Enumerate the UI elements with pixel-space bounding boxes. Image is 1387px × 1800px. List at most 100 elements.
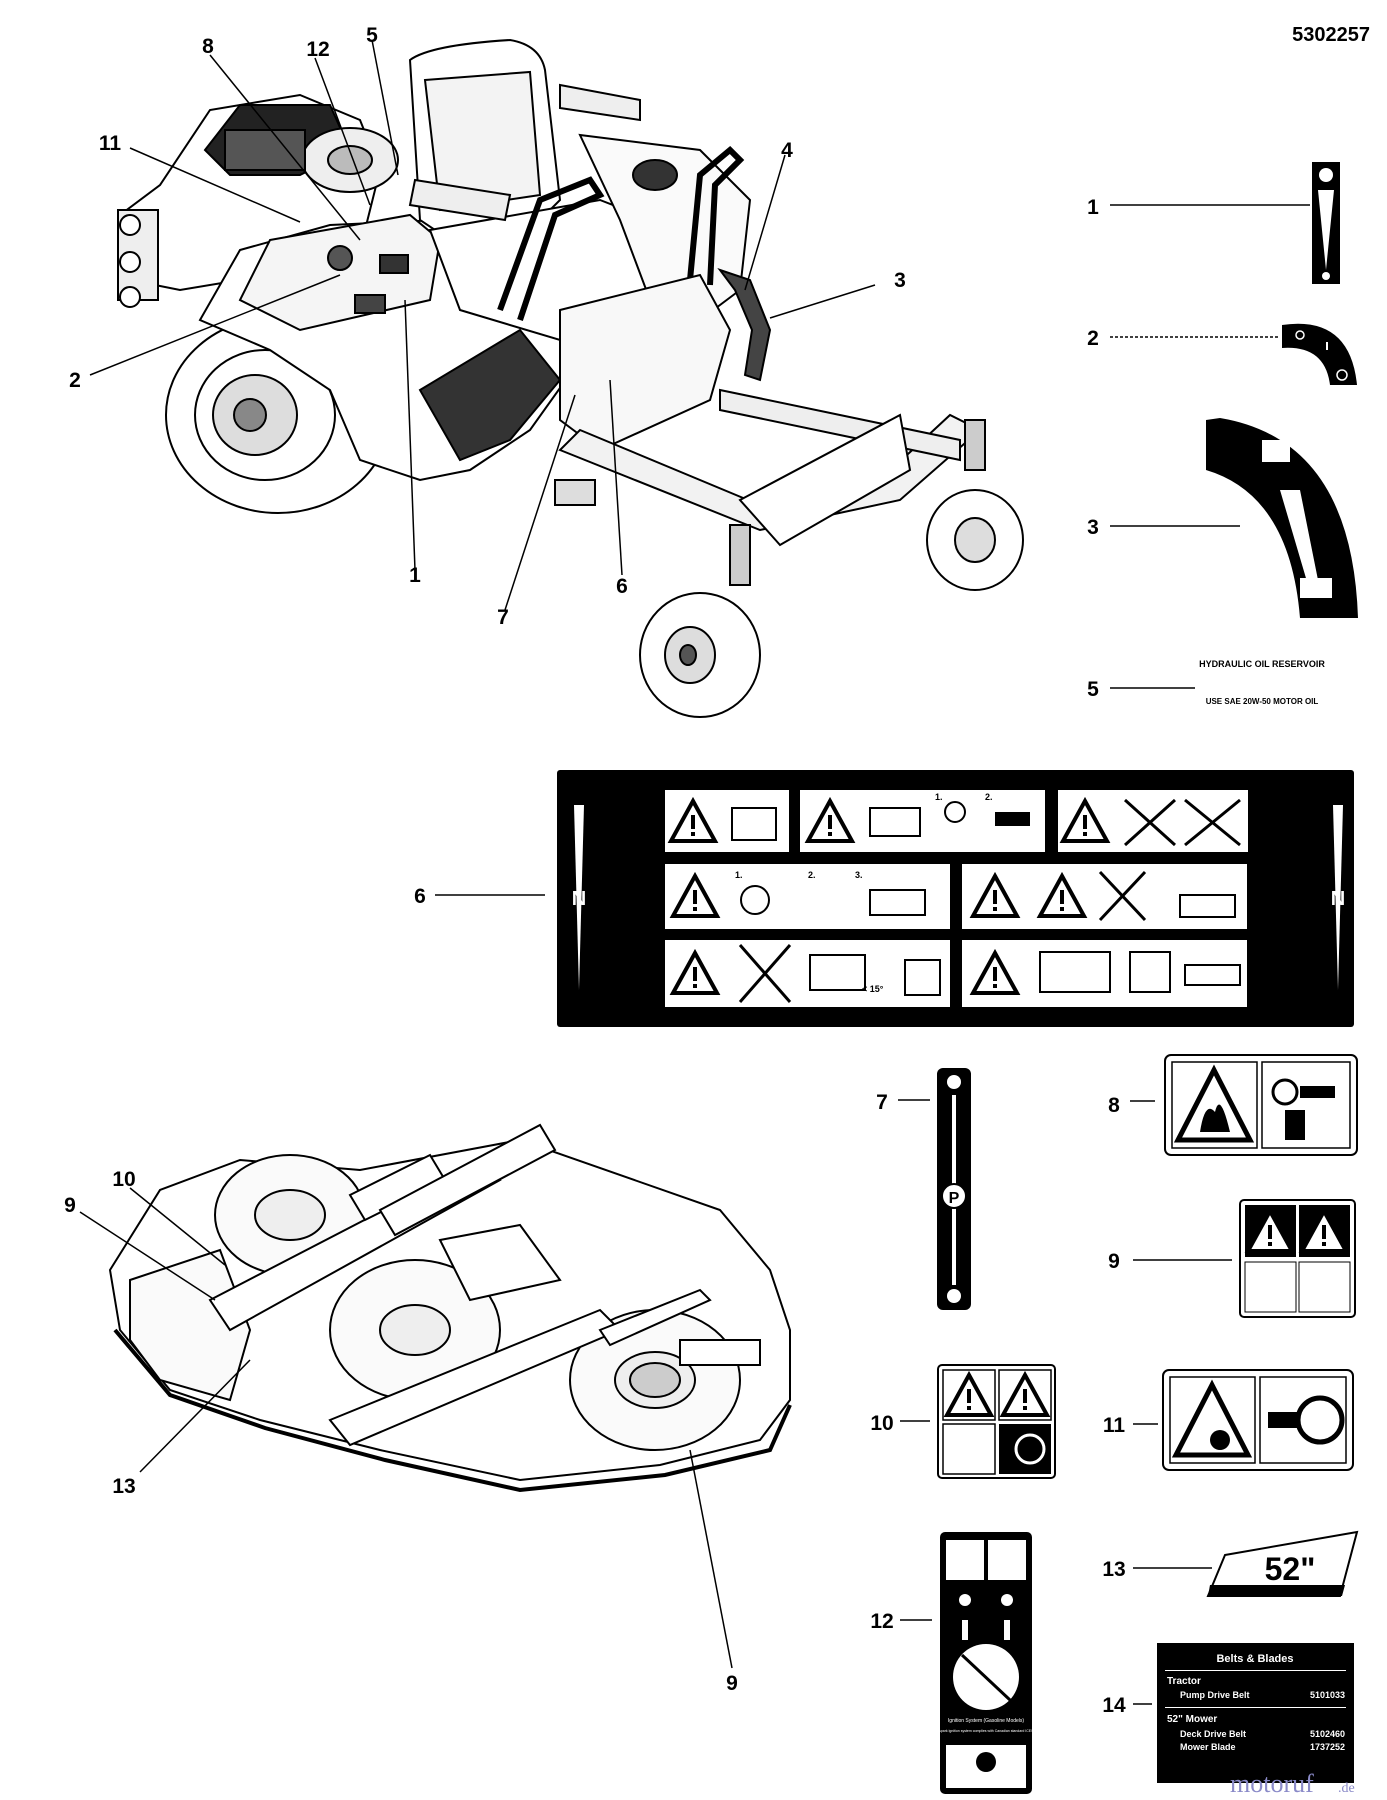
callout-8: 8 bbox=[202, 35, 214, 58]
neutral-right-label: N bbox=[1331, 888, 1345, 910]
deck-callout-13: 13 bbox=[112, 1475, 135, 1498]
deck-callout-9-right: 9 bbox=[726, 1672, 738, 1695]
callout-1: 1 bbox=[409, 564, 421, 587]
mower-deck-drawing bbox=[108, 1123, 792, 1493]
callout-3: 3 bbox=[894, 269, 906, 292]
decal-13-deck-size: 52" bbox=[1206, 1530, 1359, 1597]
step2-2-label: 2. bbox=[808, 870, 816, 880]
key-icon bbox=[995, 812, 1030, 826]
decal-callout-7: 7 bbox=[876, 1091, 888, 1114]
hydraulic-subtitle: USE SAE 20W-50 MOTOR OIL bbox=[1206, 697, 1319, 706]
decal-callout-13: 13 bbox=[1102, 1558, 1125, 1581]
decal-callout-10: 9 bbox=[1108, 1250, 1120, 1273]
center-cover bbox=[559, 273, 732, 452]
neutral-left: N bbox=[572, 805, 586, 990]
lock-top-icon bbox=[947, 1075, 961, 1089]
decal-14-belts-blades: Belts & Blades Tractor Pump Drive Belt 5… bbox=[1157, 1643, 1354, 1783]
slope-icon bbox=[809, 954, 866, 991]
decal-2-ignition-arc bbox=[1282, 323, 1357, 385]
row-pump-belt-part: 5101033 bbox=[1310, 1690, 1345, 1700]
decal-callout-6: 6 bbox=[414, 885, 426, 908]
deck-size-label: 52" bbox=[1265, 1551, 1316, 1587]
step2-3-label: 3. bbox=[855, 870, 863, 880]
deck-callout-10: 10 bbox=[112, 1168, 135, 1191]
park-brake-icon bbox=[944, 801, 966, 823]
ignition-off-icon bbox=[1271, 1078, 1299, 1106]
deck-raise-icon bbox=[1262, 440, 1290, 462]
tractor-leader-lines bbox=[89, 39, 876, 611]
turtle-icon bbox=[1322, 272, 1330, 280]
decal-callout-1: 1 bbox=[1087, 196, 1099, 219]
tire-icon bbox=[740, 885, 770, 915]
park-label: P bbox=[949, 1190, 960, 1207]
manual-icon bbox=[731, 807, 777, 841]
deck-callout-9-left: 9 bbox=[64, 1194, 76, 1217]
callout-5: 5 bbox=[366, 24, 378, 47]
row-blade-name: Mower Blade bbox=[1180, 1742, 1236, 1752]
pulley-icon bbox=[1295, 1395, 1345, 1445]
callout-12: 12 bbox=[306, 38, 329, 61]
neutral-right: N bbox=[1331, 805, 1345, 990]
decal-12-belt-warning bbox=[1162, 1369, 1354, 1471]
callout-2: 2 bbox=[69, 369, 81, 392]
section-tractor: Tractor bbox=[1167, 1676, 1201, 1687]
row-pump-belt-name: Pump Drive Belt bbox=[1180, 1690, 1250, 1700]
deck-lower-icon bbox=[1300, 578, 1332, 598]
fuel-pump-icon bbox=[1285, 1110, 1305, 1140]
ignition-line2: This spark ignition system complies with… bbox=[932, 1729, 1041, 1733]
slope-label: < 15° bbox=[862, 984, 884, 994]
ignition-line1: Ignition System (Gasoline Models) bbox=[948, 1718, 1024, 1724]
section-mower: 52" Mower bbox=[1167, 1714, 1217, 1725]
decal-callout-14: 14 bbox=[1102, 1694, 1126, 1717]
tractor-callouts: 8 12 5 11 4 3 2 1 7 6 bbox=[69, 24, 906, 629]
fire-icon bbox=[1200, 1104, 1230, 1132]
step-2-label: 2. bbox=[985, 792, 993, 802]
neutral-left-label: N bbox=[572, 888, 586, 910]
entanglement-icon bbox=[1210, 1430, 1230, 1450]
hydraulic-title: HYDRAULIC OIL RESERVOIR bbox=[1199, 659, 1325, 669]
row-deck-belt-part: 5102460 bbox=[1310, 1729, 1345, 1739]
off-icon bbox=[1295, 330, 1305, 340]
decal-callout-8: 8 bbox=[1108, 1094, 1120, 1117]
watermark: motoruf .de bbox=[1230, 1769, 1355, 1798]
row-blade-part: 1737252 bbox=[1310, 1742, 1345, 1752]
lock-bottom-icon bbox=[947, 1289, 961, 1303]
decal-1-throttle bbox=[1312, 162, 1340, 284]
decal-7-park-brake: P bbox=[937, 1068, 971, 1310]
decal-5-hydraulic: HYDRAULIC OIL RESERVOIR USE SAE 20W-50 M… bbox=[1199, 659, 1325, 706]
watermark-main: motoruf bbox=[1230, 1769, 1314, 1798]
deck-callouts: 10 9 13 9 bbox=[64, 1168, 738, 1695]
decal-callout-3: 3 bbox=[1087, 516, 1099, 539]
start-icon bbox=[1336, 369, 1348, 381]
decal-callout-12: 11 bbox=[1103, 1414, 1126, 1437]
read-manual-icon bbox=[869, 807, 921, 837]
decal-10-deck-warning bbox=[1239, 1199, 1356, 1318]
document-number: 5302257 bbox=[1292, 24, 1370, 46]
rabbit-icon bbox=[1319, 168, 1333, 182]
decal-8-fire-warning bbox=[1164, 1054, 1358, 1156]
hand-icon bbox=[1268, 1412, 1298, 1428]
control-console bbox=[238, 213, 442, 332]
decal-callout-5: 5 bbox=[1087, 678, 1099, 701]
decal-callout-2: 2 bbox=[1087, 327, 1099, 350]
decal-6-safety: N N 1. 2. 1. 2. 3. bbox=[557, 770, 1354, 1027]
step-1-label: 1. bbox=[935, 792, 943, 802]
mower-icon bbox=[869, 889, 926, 916]
bystander-icon bbox=[1039, 951, 1111, 993]
callout-7: 7 bbox=[497, 606, 509, 629]
watermark-suffix: .de bbox=[1338, 1781, 1355, 1796]
on-icon bbox=[1326, 342, 1328, 350]
callout-6: 6 bbox=[616, 575, 628, 598]
callout-11: 11 bbox=[99, 132, 122, 155]
decal-9-deck-warning bbox=[937, 1364, 1056, 1479]
row-deck-belt-name: Deck Drive Belt bbox=[1180, 1729, 1246, 1739]
decal-callout-9: 10 bbox=[870, 1412, 893, 1435]
rider-icon bbox=[1179, 894, 1236, 918]
callout-4: 4 bbox=[781, 139, 793, 162]
step2-1-label: 1. bbox=[735, 870, 743, 880]
decal-3-height-adjust bbox=[1206, 418, 1358, 618]
deck-leader-lines bbox=[79, 1187, 733, 1669]
decal-callout-11: 12 bbox=[870, 1610, 893, 1633]
compliance-mark-icon bbox=[976, 1752, 996, 1772]
